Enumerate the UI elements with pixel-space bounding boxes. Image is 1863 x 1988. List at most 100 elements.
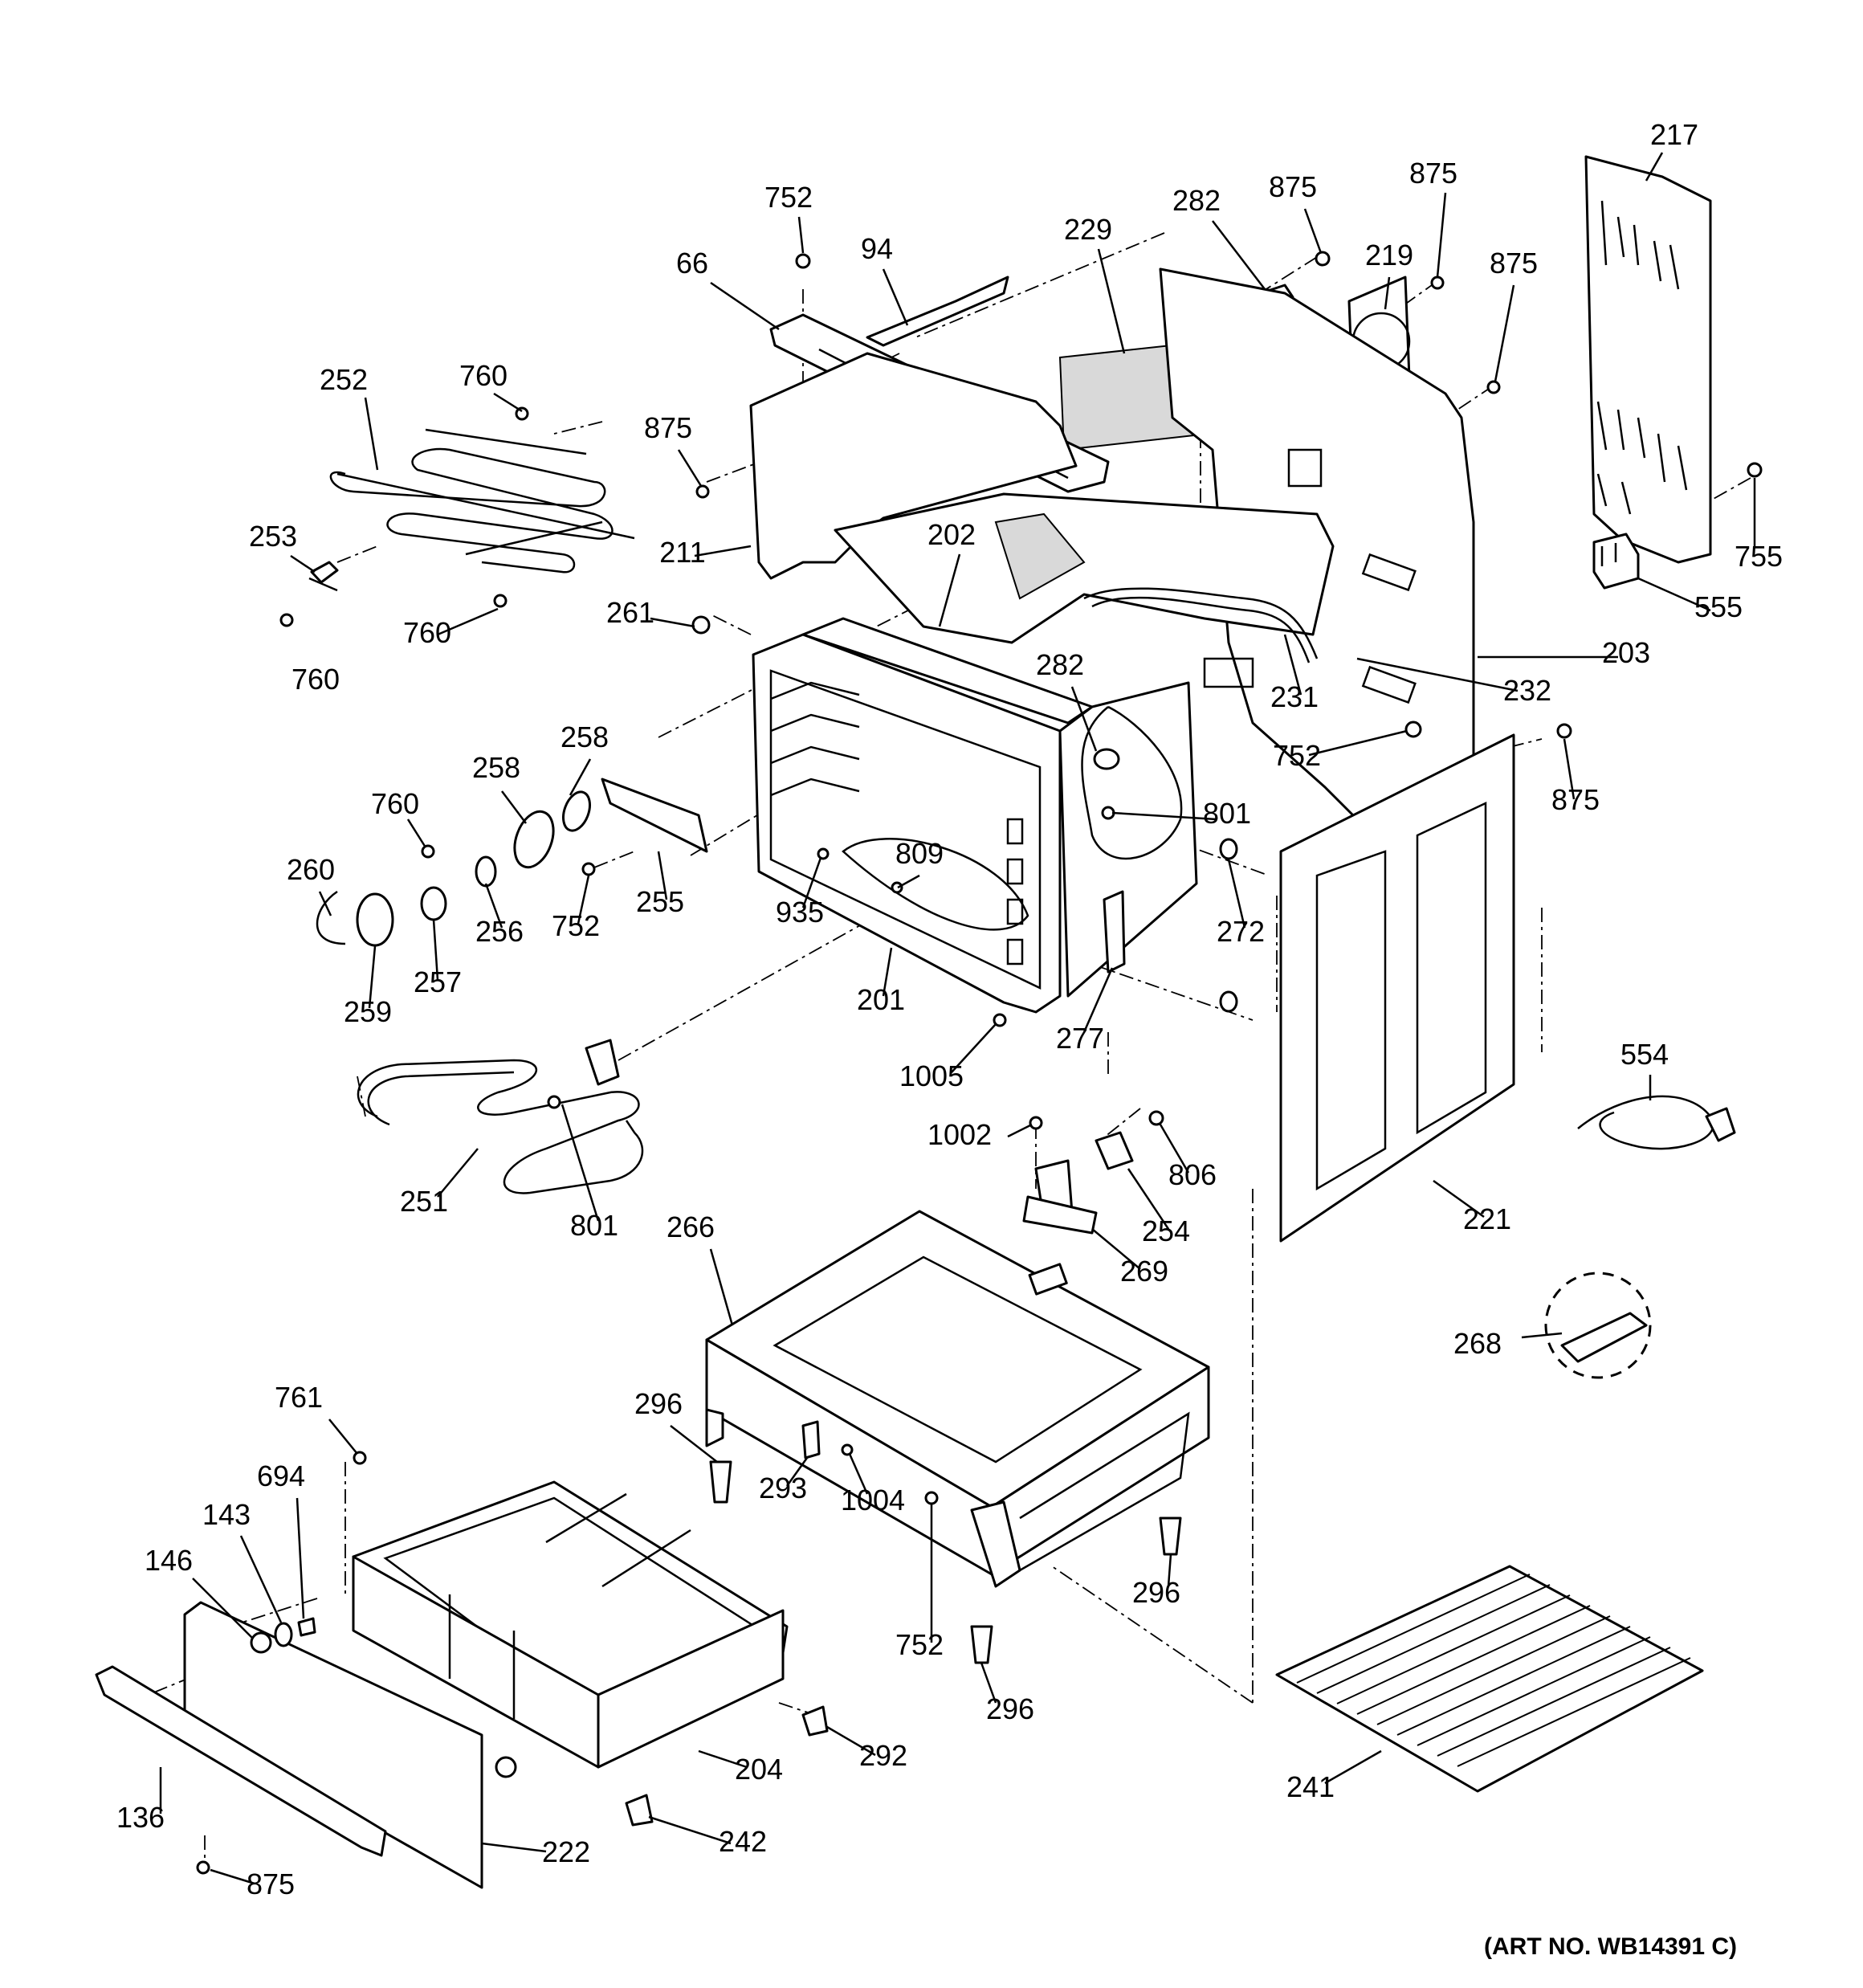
callout-266: 266 [667, 1210, 715, 1243]
callout-554: 554 [1620, 1038, 1669, 1071]
callout-277: 277 [1056, 1022, 1104, 1055]
callout-255: 255 [636, 885, 684, 918]
callout-282: 282 [1036, 648, 1084, 681]
fasteners [196, 251, 1763, 1875]
callout-258: 258 [472, 751, 520, 784]
callout-221: 221 [1463, 1202, 1511, 1235]
callout-259: 259 [344, 995, 392, 1028]
part-277-bracket [1103, 890, 1126, 974]
callout-293: 293 [759, 1472, 807, 1504]
callout-760: 760 [459, 359, 508, 392]
callout-252: 252 [320, 363, 368, 396]
callout-875: 875 [247, 1868, 295, 1900]
callout-296: 296 [986, 1692, 1034, 1725]
part-266-base [705, 1210, 1210, 1588]
callout-94: 94 [861, 232, 893, 265]
callout-760: 760 [403, 616, 451, 649]
part-94-bracket [866, 276, 1009, 347]
part-231-wire-harness [1083, 587, 1319, 663]
part-269-bracket [1022, 1159, 1098, 1235]
part-252-broil-element [329, 428, 635, 574]
callout-242: 242 [719, 1825, 767, 1858]
part-222-drawer-front [183, 1601, 483, 1889]
part-253-bracket [308, 561, 339, 592]
callout-229: 229 [1064, 213, 1112, 246]
callout-806: 806 [1168, 1158, 1217, 1191]
callout-752: 752 [552, 909, 600, 942]
part-258-light-socket [316, 790, 591, 947]
callout-222: 222 [542, 1835, 590, 1868]
callout-292: 292 [859, 1739, 907, 1772]
part-242-clip [625, 1794, 654, 1827]
part-202-oven-cavity-top [834, 492, 1335, 644]
leader-lines [159, 152, 1756, 1885]
callout-211: 211 [659, 536, 705, 569]
callout-232: 232 [1503, 674, 1551, 707]
callout-136: 136 [116, 1801, 165, 1834]
part-292-clip [801, 1705, 829, 1737]
callout-760: 760 [371, 787, 419, 820]
callout-257: 257 [414, 965, 462, 998]
callout-555: 555 [1694, 590, 1743, 623]
callout-203: 203 [1602, 636, 1650, 669]
callout-204: 204 [735, 1753, 783, 1786]
callout-875: 875 [1269, 170, 1317, 203]
callout-256: 256 [475, 915, 524, 948]
part-296-leveling-legs [709, 1460, 1182, 1664]
callout-875: 875 [1409, 157, 1457, 190]
part-268-clip [1544, 1272, 1652, 1379]
part-251-bake-element [357, 1039, 644, 1194]
part-555-terminal-block [1592, 533, 1640, 590]
part-146-bumper [250, 1617, 316, 1654]
callout-260: 260 [287, 853, 335, 886]
callout-875: 875 [644, 411, 692, 444]
callout-231: 231 [1270, 680, 1319, 713]
callout-269: 269 [1120, 1255, 1168, 1288]
callout-801: 801 [1203, 797, 1251, 830]
callout-875: 875 [1490, 247, 1538, 280]
part-282-sensor [1081, 705, 1183, 860]
art-number: (ART NO. WB14391 C) [1484, 1933, 1737, 1960]
callout-201: 201 [857, 983, 905, 1016]
callout-752: 752 [895, 1628, 944, 1661]
part-255-shield [601, 778, 708, 853]
callout-935: 935 [776, 896, 824, 929]
callout-241: 241 [1286, 1770, 1335, 1803]
part-136-handle [95, 1665, 387, 1857]
callout-254: 254 [1142, 1214, 1190, 1247]
callout-219: 219 [1365, 239, 1413, 271]
part-201-oven-cavity [752, 617, 1198, 1014]
callout-875: 875 [1551, 783, 1600, 816]
part-204-drawer [352, 1480, 789, 1769]
callout-1005: 1005 [899, 1059, 964, 1092]
callout-282: 282 [1172, 184, 1221, 217]
callout-labels: 217 282 875 875 219 875 229 752 94 66 252 760 875 755… [116, 118, 1783, 1900]
callout-755: 755 [1735, 540, 1783, 573]
callout-809: 809 [895, 837, 944, 870]
callout-202: 202 [927, 518, 976, 551]
part-272-screws [1219, 838, 1238, 1013]
callout-801: 801 [570, 1209, 618, 1242]
part-221-side-panel [1279, 733, 1515, 1243]
callout-251: 251 [400, 1185, 448, 1218]
callout-258: 258 [561, 720, 609, 753]
part-241-oven-rack [1275, 1565, 1704, 1793]
callout-296: 296 [1132, 1576, 1180, 1609]
callout-217: 217 [1650, 118, 1698, 151]
callout-1004: 1004 [841, 1484, 905, 1517]
callout-752: 752 [1273, 739, 1321, 772]
callout-253: 253 [249, 520, 297, 553]
callout-146: 146 [145, 1544, 193, 1577]
callout-261: 261 [606, 596, 654, 629]
callout-1002: 1002 [927, 1118, 992, 1151]
part-254-terminal [1095, 1131, 1134, 1170]
callout-761: 761 [275, 1381, 323, 1414]
callout-268: 268 [1453, 1327, 1502, 1360]
callout-296: 296 [634, 1387, 683, 1420]
callout-752: 752 [764, 181, 813, 214]
callout-66: 66 [676, 247, 708, 280]
callout-694: 694 [257, 1459, 305, 1492]
callout-272: 272 [1217, 915, 1265, 948]
part-293-clip [801, 1420, 821, 1459]
